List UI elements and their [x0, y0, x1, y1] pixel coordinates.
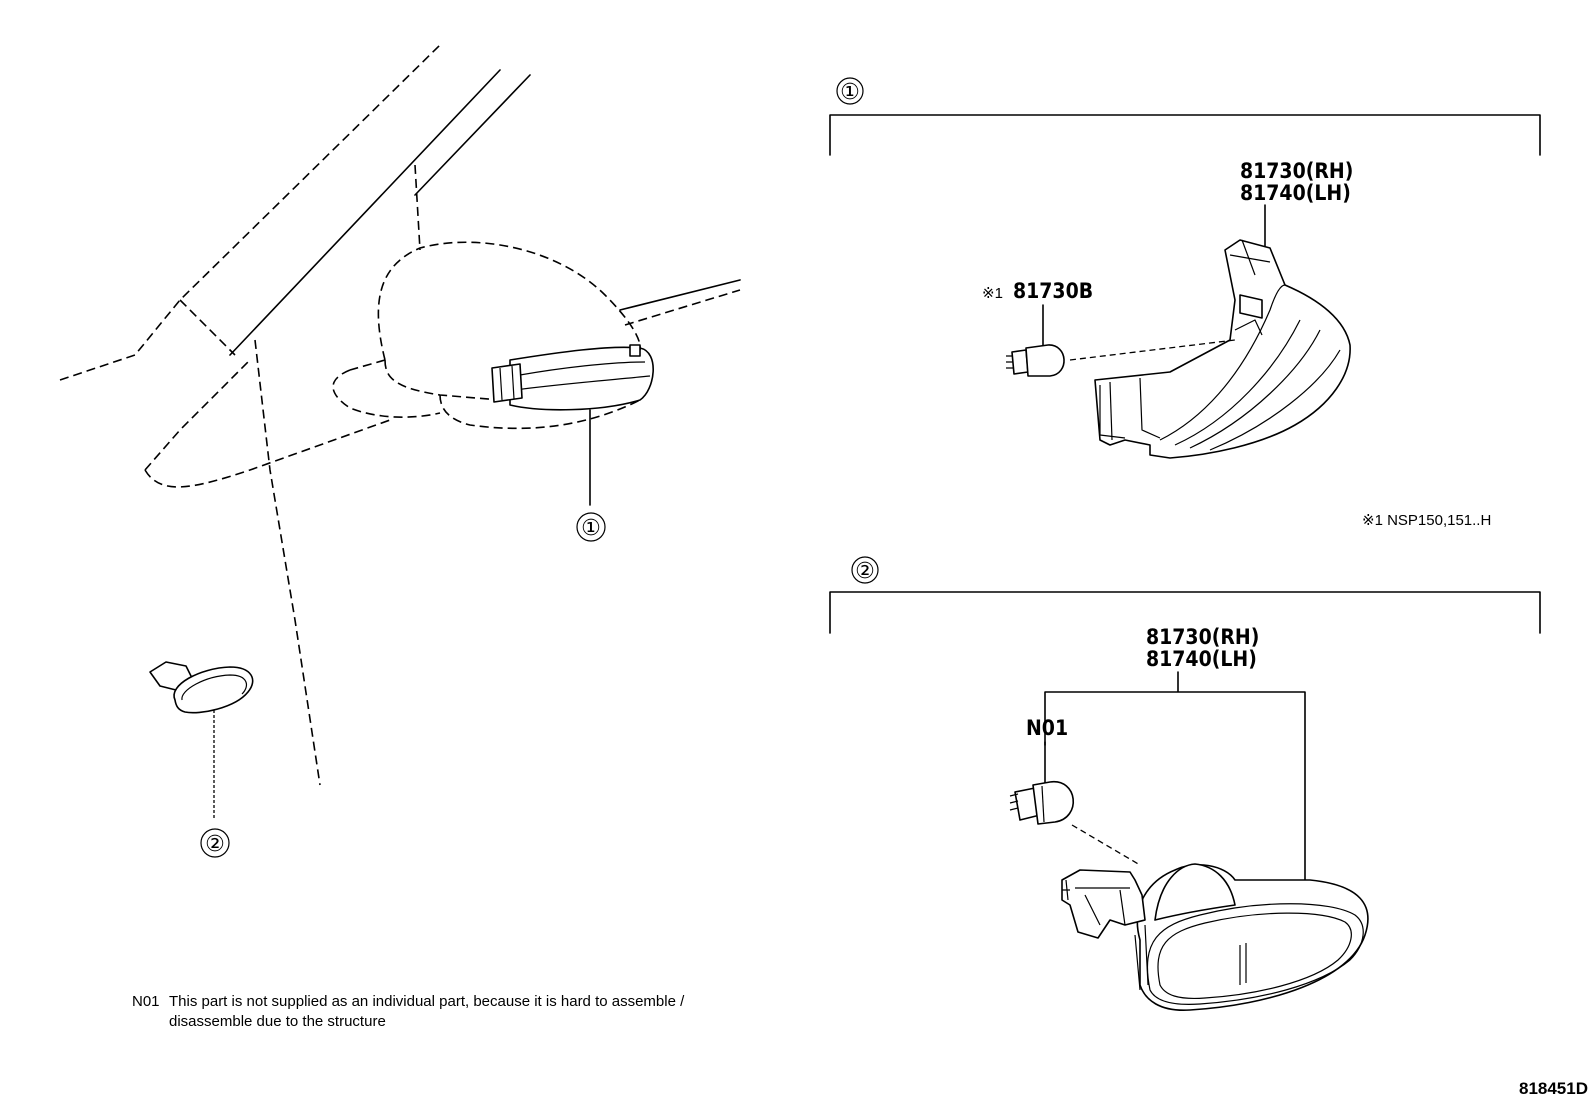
section-1-part-lh: 81740(LH)	[1240, 181, 1351, 205]
section-2-bulb-code: N01	[1026, 716, 1068, 740]
car-body-outline	[59, 44, 741, 786]
mirror-turn-signal-lamp	[1094, 239, 1351, 459]
diagram-id: 818451D	[1519, 1079, 1588, 1098]
section-1-marker: ①	[840, 80, 860, 105]
wedge-bulb-small	[1006, 344, 1065, 377]
section-2-part-lh: 81740(LH)	[1146, 647, 1257, 671]
bulb-insert-path-2	[1071, 824, 1141, 866]
leader-section-2-part	[1044, 671, 1306, 881]
mirror-assembly	[332, 241, 654, 430]
side-marker-small	[149, 661, 254, 714]
section-2-part-rh: 81730(RH)	[1146, 625, 1259, 649]
section-1-part-rh: 81730(RH)	[1240, 159, 1353, 183]
bulb-ref-mark: ※1	[982, 285, 1003, 302]
section-2-marker: ②	[855, 559, 875, 584]
note-line-1: This part is not supplied as an individu…	[169, 993, 685, 1010]
side-marker-lamp	[1061, 863, 1369, 1011]
note-code: N01	[132, 993, 160, 1010]
section-1-bulb-part: 81730B	[1013, 279, 1093, 303]
callout-mirror-signal: ①	[576, 409, 606, 542]
callout-1-label: ①	[581, 516, 601, 541]
callout-2-label: ②	[205, 832, 225, 857]
section-1-frame: ①	[829, 77, 1541, 156]
section-1-footnote: ※1 NSP150,151..H	[1362, 512, 1491, 529]
section-2-frame: ②	[829, 556, 1541, 634]
wedge-bulb-large	[1009, 781, 1074, 825]
note-line-2: disassemble due to the structure	[169, 1013, 386, 1030]
bulb-insert-path-1	[1069, 339, 1236, 361]
callout-side-marker: ②	[200, 710, 230, 858]
